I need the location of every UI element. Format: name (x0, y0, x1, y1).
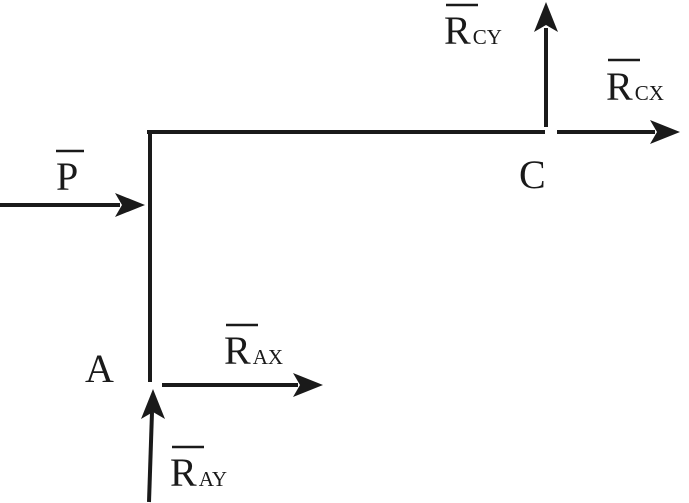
force-rcx-label: RCX (606, 64, 664, 109)
force-rcy-label: RCY (444, 8, 502, 53)
force-p-arrow (0, 193, 145, 217)
point-c-label: C (519, 152, 546, 197)
vector-overbars (56, 3, 640, 449)
force-ray-label: RAY (170, 450, 227, 495)
force-rcy-arrow (534, 2, 558, 127)
force-p-label: P (56, 154, 78, 199)
force-rax-arrow (162, 373, 323, 397)
force-ray-arrow (141, 389, 165, 503)
point-a-label: A (85, 346, 114, 391)
force-rax-label: RAX (224, 328, 283, 373)
frame (147, 130, 545, 382)
force-rcx-arrow (557, 120, 680, 144)
